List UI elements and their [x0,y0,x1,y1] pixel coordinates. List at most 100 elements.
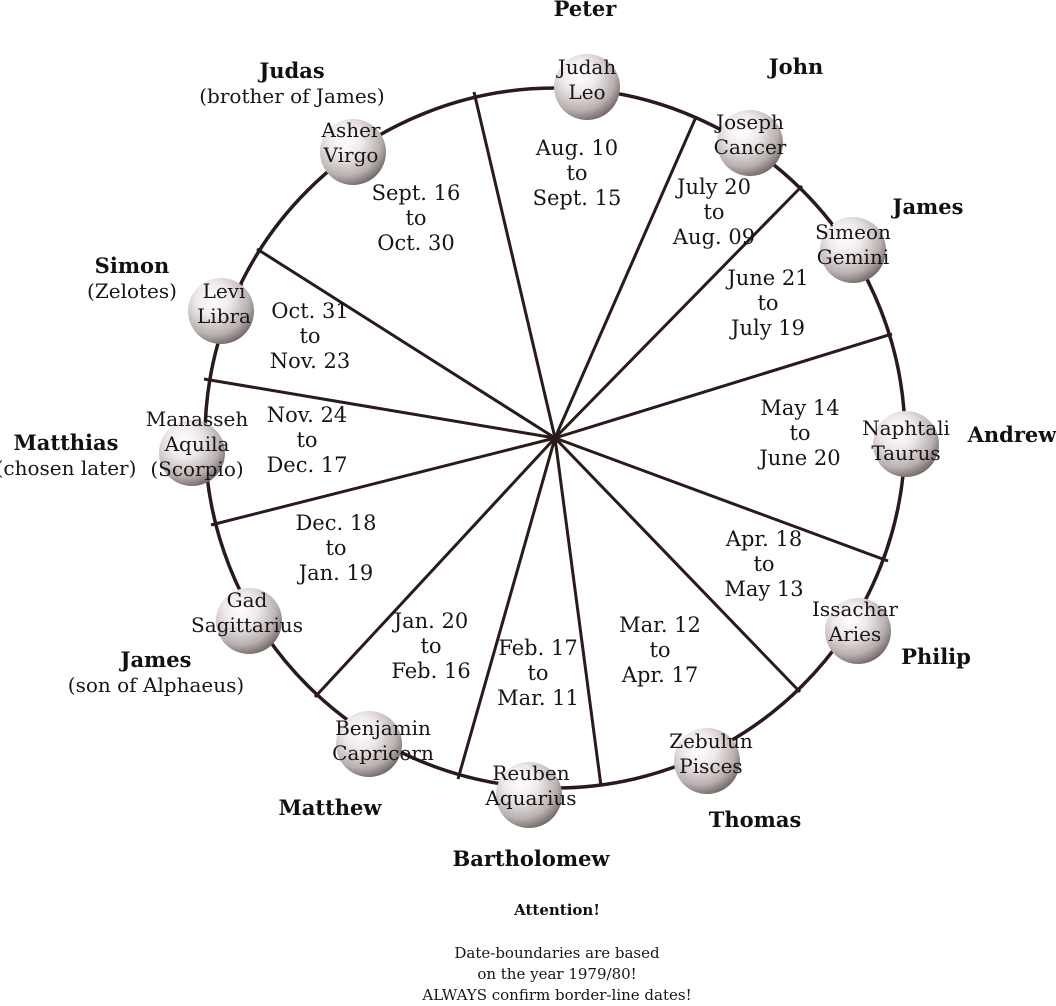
pearl-marker [188,278,254,344]
date-range-line: Jan. 20 [392,609,469,633]
zodiac-sign-name: Aquarius [484,786,576,810]
date-range-line: Apr. 17 [621,663,698,687]
date-range-line: Oct. 31 [271,299,349,323]
zodiac-sign-name: Taurus [871,441,940,465]
apostle-name: Philip [901,644,971,669]
tribe-name: Simeon [815,220,891,244]
date-range-line: Feb. 16 [391,659,470,683]
apostle-name: Andrew [967,422,1056,447]
tribe-sign-labels: JudahLeoJosephCancerSimeonGeminiNaphtali… [146,55,950,810]
zodiac-sign-name: Libra [197,304,251,328]
segment-divider-line [553,437,603,787]
apostle-name: Simon [95,253,170,278]
date-range-line: to [757,291,778,315]
apostle-labels: PeterJohnJamesAndrewPhilipThomasBartholo… [0,0,1056,871]
pearl-marker [825,598,891,664]
date-range-line: Feb. 17 [498,636,577,660]
date-range-line: June 21 [725,266,808,290]
tribe-name: Joseph [714,110,784,134]
zodiac-sign-name: Virgo [323,143,379,167]
date-range-line: July 20 [675,175,751,199]
tribe-name: Reuben [492,761,569,785]
apostle-name: Judas [257,58,324,83]
zodiac-sign-name: Capricorn [332,741,434,765]
apostle-name: James [891,194,964,219]
tribe-name: Benjamin [335,716,431,740]
tribe-name: Asher [321,118,381,142]
date-range-line: to [299,324,320,348]
date-range-line: Sept. 16 [372,181,461,205]
tribe-name: Zebulun [669,729,753,753]
zodiac-sign-name: Sagittarius [191,613,303,637]
date-range-line: June 20 [757,446,840,470]
date-range-line: to [420,634,441,658]
segment-divider-line [456,437,557,780]
apostle-name: Peter [554,0,618,21]
zodiac-sign-name: Aries [828,622,882,646]
date-range-line: Dec. 18 [295,511,376,535]
date-range-line: Dec. 17 [266,453,347,477]
segment-divider-line [256,247,556,440]
pearl-marker [159,420,225,486]
date-range-line: Jan. 19 [297,561,374,585]
attention-line-3: ALWAYS confirm border-line dates! [421,986,691,1004]
pearl-marker [717,110,783,176]
date-range-line: Nov. 24 [267,403,347,427]
pearl-marker [320,119,386,185]
zodiac-sign-note: (Scorpio) [150,457,243,481]
attention-line-2: on the year 1979/80! [477,965,636,983]
attention-note: Attention! Date-boundaries are based on … [421,901,691,1004]
pearl-marker [216,588,282,654]
tribe-pearls [159,54,939,828]
attention-line-1: Date-boundaries are based [454,944,660,962]
date-range-line: to [703,200,724,224]
attention-title: Attention! [513,901,600,919]
segment-divider-line [554,436,889,563]
segment-divider-line [553,184,804,440]
date-range-line: Oct. 30 [377,231,455,255]
segment-divider-line [553,436,802,694]
apostle-note: (brother of James) [199,84,385,108]
tribe-name: Manasseh [146,407,249,431]
apostle-name: Matthias [14,430,119,455]
date-range-line: to [789,421,810,445]
pearl-marker [873,411,939,477]
date-range-line: to [405,206,426,230]
date-range-line: Sept. 15 [533,186,622,210]
apostle-note: (chosen later) [0,456,136,480]
zodiac-sign-name: Leo [568,80,605,104]
apostle-note: (son of Alphaeus) [68,673,244,697]
pearl-marker [336,711,402,777]
apostle-name: James [119,647,192,672]
date-range-line: to [325,536,346,560]
tribe-name: Naphtali [862,416,950,440]
date-range-line: to [649,638,670,662]
date-range-line: to [527,661,548,685]
date-range-line: to [296,428,317,452]
date-range-line: May 14 [760,396,839,420]
segment-divider-line [553,116,698,439]
date-range-line: May 13 [724,577,803,601]
date-range-line: Mar. 12 [619,613,701,637]
apostle-name: Bartholomew [452,846,610,871]
segment-dividers [203,91,893,787]
date-range-line: Aug. 10 [535,136,618,160]
zodiac-sign-name: Aquila [164,432,230,456]
pearl-marker [820,217,886,283]
date-range-line: July 19 [729,316,805,340]
date-range-line: Nov. 23 [270,349,350,373]
tribe-name: Issachar [812,597,898,621]
date-range-line: to [753,552,774,576]
segment-divider-line [554,332,893,440]
date-range-line: Mar. 11 [497,686,579,710]
tribe-name: Gad [227,588,268,612]
pearl-marker [496,762,562,828]
segment-divider-line [210,436,556,527]
segment-divider-line [313,436,557,699]
segment-divider-line [203,377,556,440]
apostle-name: Matthew [279,795,383,820]
zodiac-sign-name: Gemini [817,245,889,269]
